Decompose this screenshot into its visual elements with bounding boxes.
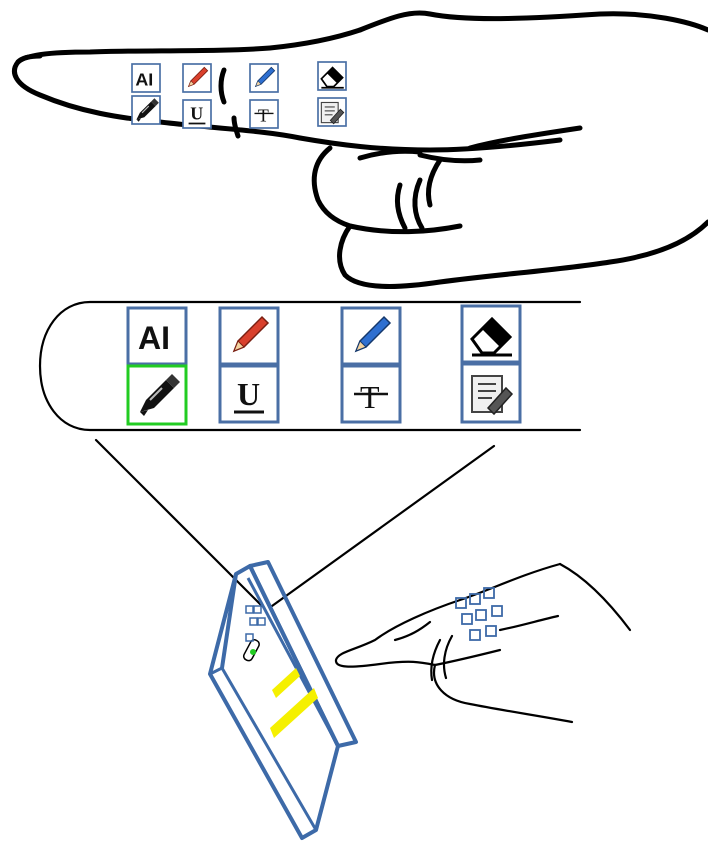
enlarged-toolbar	[40, 302, 580, 430]
device-mini-toolbar	[242, 606, 265, 662]
blue-pencil-tool[interactable]	[342, 308, 400, 364]
red-pencil-tool[interactable]	[220, 308, 278, 364]
top-hand-illustration	[14, 13, 708, 287]
highlighter-tool[interactable]	[128, 366, 186, 424]
eraser-tool[interactable]	[462, 306, 520, 362]
text-select-tool[interactable]	[128, 308, 186, 364]
zoom-lines	[96, 440, 494, 606]
text-cursor-icon	[138, 320, 170, 356]
underline-icon	[234, 376, 264, 412]
notes-tool[interactable]	[462, 364, 520, 422]
small-hand-illustration	[336, 564, 630, 722]
underline-tool[interactable]	[220, 366, 278, 422]
strikethrough-tool[interactable]	[342, 366, 400, 422]
highlight-stroke	[272, 668, 300, 698]
finger-tool-tiles	[132, 62, 346, 128]
small-hand-tiles	[456, 588, 502, 640]
tablet-device	[210, 562, 356, 838]
